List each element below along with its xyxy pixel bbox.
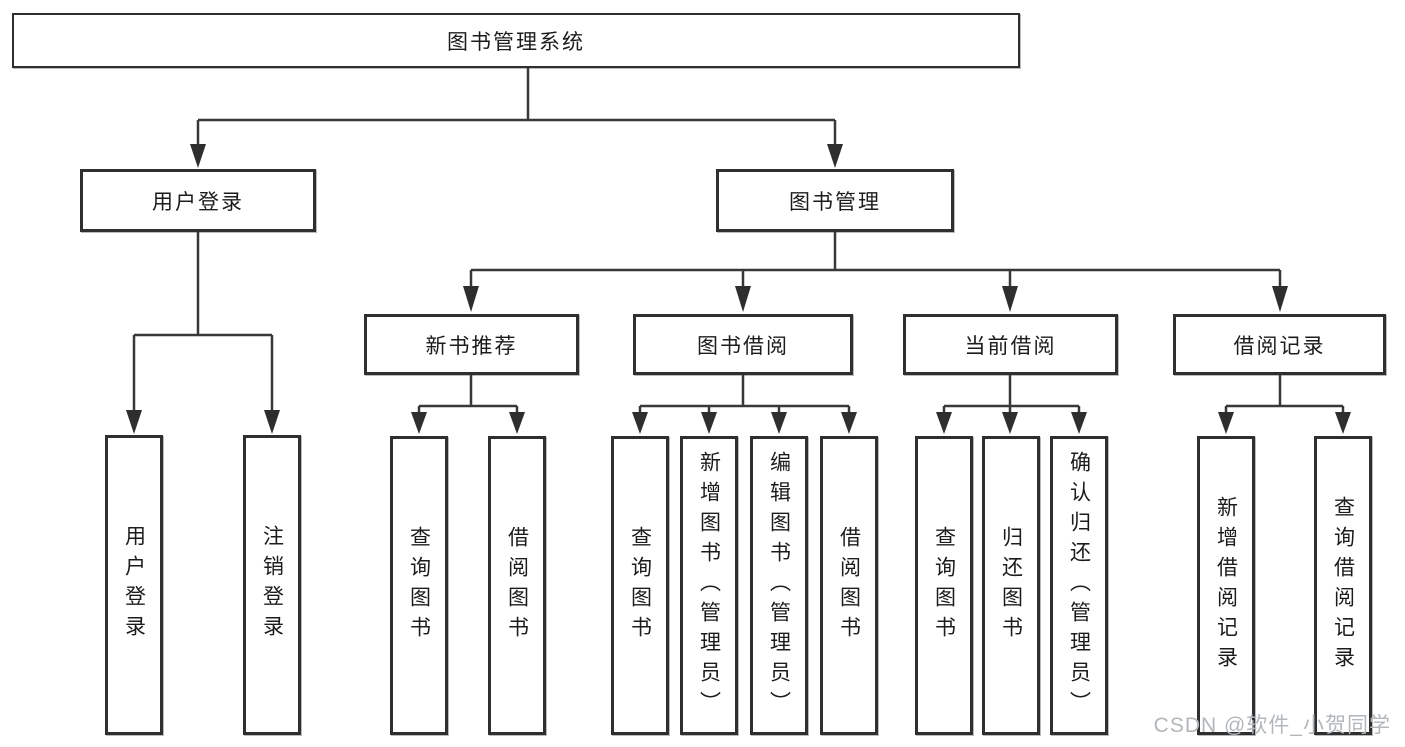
connector-book-borrow bbox=[632, 375, 857, 434]
arrow-down-icon bbox=[827, 144, 843, 168]
arrow-down-icon bbox=[509, 412, 525, 434]
node-book-management: 图书管理 bbox=[716, 169, 954, 232]
arrow-down-icon bbox=[264, 410, 280, 434]
node-label: 查询图书 bbox=[628, 525, 652, 646]
node-label: 图书管理系统 bbox=[447, 30, 585, 54]
arrow-down-icon bbox=[936, 412, 952, 434]
arrow-down-icon bbox=[1218, 412, 1234, 434]
node-user-login: 用户登录 bbox=[105, 435, 163, 735]
node-current-borrow: 当前借阅 bbox=[903, 314, 1118, 375]
node-records-add-record: 新增借阅记录 bbox=[1197, 436, 1255, 735]
node-borrow-borrow-books: 借阅图书 bbox=[820, 436, 878, 735]
node-label: 查询图书 bbox=[407, 525, 431, 646]
node-label: 编辑图书（管理员） bbox=[767, 450, 791, 721]
node-current-query-books: 查询图书 bbox=[915, 436, 973, 735]
node-label: 当前借阅 bbox=[964, 334, 1057, 358]
arrow-down-icon bbox=[735, 286, 751, 312]
connector-book-management bbox=[463, 232, 1288, 312]
arrow-down-icon bbox=[1272, 286, 1288, 312]
arrow-down-icon bbox=[463, 286, 479, 312]
node-recommend-query-books: 查询图书 bbox=[390, 436, 448, 735]
arrow-down-icon bbox=[1071, 412, 1087, 434]
arrow-down-icon bbox=[190, 144, 206, 168]
node-label: 借阅图书 bbox=[837, 525, 861, 646]
connector-borrow-records bbox=[1218, 375, 1351, 434]
node-borrow-records: 借阅记录 bbox=[1173, 314, 1386, 375]
node-label: 图书管理 bbox=[789, 190, 881, 214]
node-label: 借阅图书 bbox=[505, 525, 529, 646]
connector-current-borrow bbox=[936, 375, 1087, 434]
node-label: 用户登录 bbox=[122, 525, 146, 645]
arrow-down-icon bbox=[841, 412, 857, 434]
node-label: 图书借阅 bbox=[697, 334, 789, 358]
watermark: CSDN @软件_小贺同学 bbox=[1153, 714, 1391, 737]
node-borrow-edit-books-admin: 编辑图书（管理员） bbox=[750, 436, 808, 735]
arrow-down-icon bbox=[1335, 412, 1351, 434]
node-label: 归还图书 bbox=[999, 525, 1023, 646]
node-borrow-query-books: 查询图书 bbox=[611, 436, 669, 735]
node-book-borrow: 图书借阅 bbox=[633, 314, 853, 375]
node-label: 查询借阅记录 bbox=[1331, 495, 1355, 676]
node-logout: 注销登录 bbox=[243, 435, 301, 735]
connector-new-book-recommend bbox=[411, 375, 525, 434]
node-label: 新增图书（管理员） bbox=[697, 450, 721, 721]
node-label: 确认归还（管理员） bbox=[1067, 450, 1091, 721]
arrow-down-icon bbox=[632, 412, 648, 434]
node-label: 新书推荐 bbox=[425, 334, 518, 358]
node-label: 用户登录 bbox=[152, 190, 244, 214]
node-current-confirm-return-admin: 确认归还（管理员） bbox=[1050, 436, 1108, 735]
node-new-book-recommend: 新书推荐 bbox=[364, 314, 579, 375]
node-label: 新增借阅记录 bbox=[1214, 495, 1238, 676]
node-library-system: 图书管理系统 bbox=[12, 13, 1020, 68]
arrow-down-icon bbox=[411, 412, 427, 434]
node-label: 查询图书 bbox=[932, 525, 956, 646]
arrow-down-icon bbox=[1002, 286, 1018, 312]
arrow-down-icon bbox=[126, 410, 142, 434]
node-borrow-add-books-admin: 新增图书（管理员） bbox=[680, 436, 738, 735]
connector-login-group bbox=[126, 232, 280, 434]
arrow-down-icon bbox=[701, 412, 717, 434]
node-recommend-borrow-books: 借阅图书 bbox=[488, 436, 546, 735]
arrow-down-icon bbox=[1002, 412, 1018, 434]
node-label: 注销登录 bbox=[260, 525, 284, 645]
node-login-group: 用户登录 bbox=[80, 169, 316, 232]
arrow-down-icon bbox=[771, 412, 787, 434]
connector-root bbox=[190, 68, 843, 168]
node-current-return-books: 归还图书 bbox=[982, 436, 1040, 735]
node-records-query-record: 查询借阅记录 bbox=[1314, 436, 1372, 735]
node-label: 借阅记录 bbox=[1233, 334, 1326, 358]
